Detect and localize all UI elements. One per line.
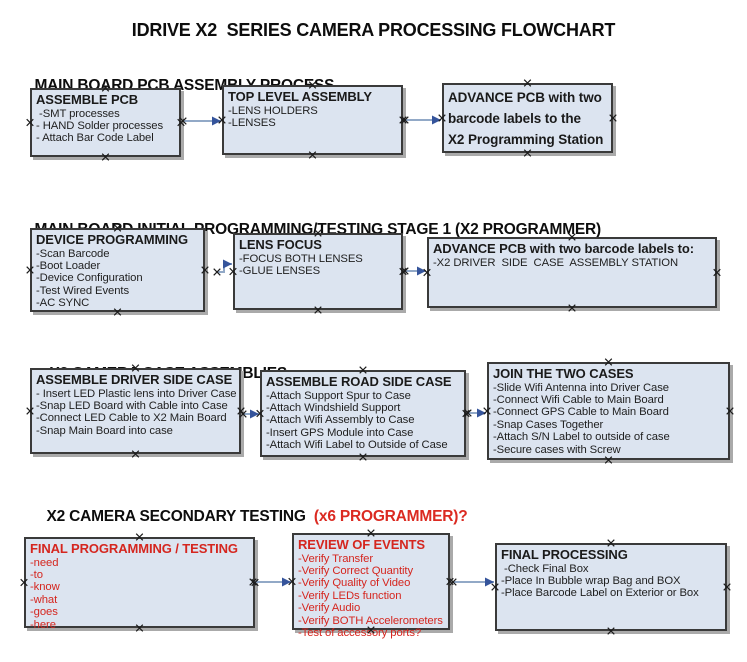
box-item: -to	[30, 569, 43, 581]
box-item: -Verify Transfer	[298, 552, 373, 565]
flow-box-top-level-assembly[interactable]: TOP LEVEL ASSEMBLY -LENS HOLDERS-LENSES	[222, 85, 403, 155]
box-title: JOIN THE TWO CASES	[493, 366, 634, 381]
box-item: -Snap LED Board with Cable into Case	[36, 400, 228, 412]
box-item: -Test Wired Events	[36, 284, 129, 297]
box-item: -Snap Main Board into case	[36, 424, 173, 437]
box-item: -Verify Audio	[298, 602, 361, 615]
box-item: -Place Barcode Label on Exterior or Box	[501, 587, 699, 600]
box-items: -FOCUS BOTH LENSES-GLUE LENSES	[239, 253, 397, 278]
box-title: ASSEMBLE PCB	[36, 92, 139, 107]
box-item: -LENSES	[228, 117, 276, 129]
box-item: -X2 DRIVER SIDE CASE ASSEMBLY STATION	[433, 256, 679, 269]
box-item: -Verify Quality of Video	[298, 577, 411, 590]
box-item: -LENS HOLDERS	[228, 104, 318, 117]
box-item: -Connect GPS Cable to Main Board	[493, 406, 669, 419]
box-item: -Secure cases with Screw	[493, 443, 621, 456]
box-items: -Verify Transfer-Verify Correct Quantity…	[298, 553, 444, 640]
box-items: -Scan Barcode-Boot Loader-Device Configu…	[36, 248, 199, 310]
box-item: -Connect Wifi Cable to Main Board	[493, 394, 664, 406]
box-title: FINAL PROGRAMMING / TESTING	[30, 541, 238, 556]
box-item: -need	[30, 556, 59, 569]
box-items: -Check Final Box-Place In Bubble wrap Ba…	[501, 563, 721, 600]
box-item: -what	[30, 593, 58, 606]
flow-box-advance-pcb-programming-station[interactable]: ADVANCE PCB with two barcode labels to t…	[442, 83, 613, 153]
box-title: ADVANCE PCB with two barcode labels to:	[433, 241, 694, 256]
flow-box-final-programming-testing[interactable]: FINAL PROGRAMMING / TESTING -need-to-kno…	[24, 537, 255, 631]
box-title: ASSEMBLE ROAD SIDE CASE	[266, 374, 452, 389]
flow-box-assemble-driver-side-case[interactable]: ASSEMBLE DRIVER SIDE CASE - Insert LED P…	[30, 368, 241, 454]
flow-box-lens-focus[interactable]: LENS FOCUS -FOCUS BOTH LENSES-GLUE LENSE…	[233, 233, 403, 310]
flow-box-advance-pcb-driver-side-station[interactable]: ADVANCE PCB with two barcode labels to: …	[427, 237, 717, 308]
box-item: -know	[30, 581, 60, 594]
flow-box-final-processing[interactable]: FINAL PROCESSING -Check Final Box-Place …	[495, 543, 727, 631]
box-item: -Verify LEDs function	[298, 589, 402, 602]
section-heading-secondary-testing: X2 CAMERA SECONDARY TESTING (x6 PROGRAMM…	[30, 490, 467, 544]
heading-text: X2 CAMERA SECONDARY TESTING	[46, 508, 306, 525]
box-item: -Connect LED Cable to X2 Main Board	[36, 412, 227, 425]
box-item: -SMT processes	[36, 107, 120, 120]
box-item: - HAND Solder processes	[36, 120, 164, 132]
box-item: -Attach Support Spur to Case	[266, 389, 411, 402]
box-item: -Test of accessory ports?	[298, 627, 422, 640]
box-items: - Insert LED Plastic lens into Driver Ca…	[36, 387, 237, 438]
box-item: -here	[30, 618, 56, 631]
box-title: TOP LEVEL ASSEMBLY	[228, 89, 372, 104]
box-title: DEVICE PROGRAMMING	[36, 232, 189, 247]
box-item: -Attach Windshield Support	[266, 402, 401, 414]
box-item: -FOCUS BOTH LENSES	[239, 252, 363, 265]
flow-box-assemble-pcb[interactable]: ASSEMBLE PCB -SMT processes- HAND Solder…	[30, 88, 181, 157]
box-items: -LENS HOLDERS-LENSES	[228, 105, 397, 130]
flow-box-assemble-road-side-case[interactable]: ASSEMBLE ROAD SIDE CASE -Attach Support …	[260, 370, 466, 457]
flow-box-join-the-two-cases[interactable]: JOIN THE TWO CASES -Slide Wifi Antenna i…	[487, 362, 730, 460]
box-item: -Snap Cases Together	[493, 418, 604, 431]
box-item: -Slide Wifi Antenna into Driver Case	[493, 381, 669, 394]
box-item: - Attach Bar Code Label	[36, 132, 154, 145]
box-title: FINAL PROCESSING	[501, 547, 628, 562]
box-items: -Attach Support Spur to Case-Attach Wind…	[266, 390, 460, 452]
box-item: -AC SYNC	[36, 297, 90, 310]
box-item: -Verify Correct Quantity	[298, 565, 413, 577]
box-title: REVIEW OF EVENTS	[298, 537, 425, 552]
box-item: -Attach S/N Label to outside of case	[493, 431, 670, 444]
flow-box-device-programming[interactable]: DEVICE PROGRAMMING -Scan Barcode-Boot Lo…	[30, 228, 205, 312]
box-item: -Check Final Box	[501, 562, 589, 575]
box-title: ADVANCE PCB with two barcode labels to t…	[448, 90, 604, 147]
box-item: -GLUE LENSES	[239, 265, 321, 277]
box-title: ASSEMBLE DRIVER SIDE CASE	[36, 372, 233, 387]
box-item: -Scan Barcode	[36, 247, 110, 260]
box-items: -Slide Wifi Antenna into Driver Case-Con…	[493, 382, 724, 456]
box-items: -X2 DRIVER SIDE CASE ASSEMBLY STATION	[433, 257, 711, 269]
box-items: -need-to-know-what-goes-here	[30, 557, 249, 631]
box-item: - Insert LED Plastic lens into Driver Ca…	[36, 387, 237, 400]
box-item: -Place In Bubble wrap Bag and BOX	[501, 575, 681, 587]
box-item: -Attach Wifi Label to Outside of Case	[266, 439, 448, 452]
flowchart-title: IDRIVE X2 SERIES CAMERA PROCESSING FLOWC…	[131, 20, 616, 40]
box-item: -Insert GPS Module into Case	[266, 426, 414, 439]
box-items: -SMT processes- HAND Solder processes- A…	[36, 108, 175, 145]
box-item: -Device Configuration	[36, 272, 143, 285]
box-title: LENS FOCUS	[239, 237, 322, 252]
box-item: -Attach Wifi Assembly to Case	[266, 414, 415, 427]
heading-red-text: (x6 PROGRAMMER)?	[305, 508, 468, 525]
box-item: -goes	[30, 606, 58, 619]
box-item: -Boot Loader	[36, 260, 101, 272]
flow-box-review-of-events[interactable]: REVIEW OF EVENTS -Verify Transfer-Verify…	[292, 533, 450, 639]
box-item: -Verify BOTH Accelerometers	[298, 614, 443, 627]
